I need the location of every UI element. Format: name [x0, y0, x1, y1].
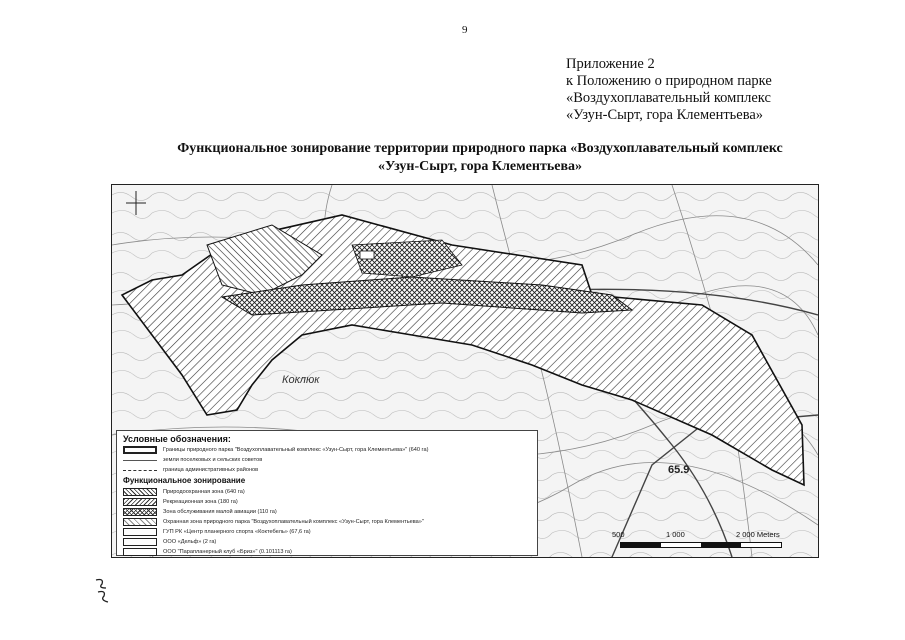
title-line-1: Функциональное зонирование территории пр… [177, 141, 783, 156]
delf-zone [359, 250, 375, 260]
appendix-line-2: к Положению о природном парке [566, 73, 772, 89]
appendix-line-4: «Узун-Сырт, гора Клементьева» [566, 107, 764, 123]
appendix-line-3: «Воздухоплавательный комплекс [566, 90, 771, 106]
legend-text: земли поселковых и сельских советов [163, 457, 263, 463]
legend-row-councils: земли поселковых и сельских советов [123, 455, 262, 465]
scale-label-2000: 2 000 Meters [736, 530, 780, 539]
legend-text: ООО «Дельф» (2 га) [163, 539, 217, 545]
nature-protection-zone [120, 214, 805, 487]
scale-bar-graphic [620, 542, 782, 548]
legend-text: Рекреационная зона (180 га) [163, 499, 238, 505]
gup-swatch-icon [123, 528, 157, 536]
page-number: 9 [462, 24, 468, 36]
document-title: Функциональное зонирование территории пр… [100, 140, 860, 176]
legend-zone-gup: ГУП РК «Центр планерного спорта «Коктебе… [123, 527, 311, 537]
legend-zone-nature: Природоохранная зона (640 га) [123, 487, 245, 497]
legend-zoning-title: Функциональное зонирование [123, 476, 246, 485]
legend-title: Условные обозначения: [123, 434, 231, 444]
legend-text: Зона обслуживания малой авиации (110 га) [163, 509, 277, 515]
aviation-hatch-icon [123, 508, 157, 516]
boundary-outline-icon [123, 446, 157, 454]
legend-text: ООО "Парапланерный клуб «Бриз»" (0.10111… [163, 549, 292, 555]
legend-zone-guard: Охранная зона природного парка "Воздухоп… [123, 517, 424, 527]
map-label-place: Коклюк [282, 374, 320, 386]
legend-row-admin-border: граница административных районов [123, 465, 258, 475]
handwritten-mark [95, 578, 109, 603]
map-legend: Условные обозначения: Границы природного… [116, 430, 538, 556]
delf-swatch-icon [123, 538, 157, 546]
legend-zone-briz: ООО "Парапланерный клуб «Бриз»" (0.10111… [123, 547, 292, 557]
recreation-hatch-icon [123, 498, 157, 506]
thin-line-icon [123, 459, 157, 461]
scale-bar: 500 1 000 2 000 Meters [612, 530, 792, 552]
appendix-line-1: Приложение 2 [566, 56, 655, 72]
legend-row-boundary: Границы природного парка "Воздухоплавате… [123, 445, 428, 455]
gup-zone [351, 239, 463, 278]
legend-text: Охранная зона природного парка "Воздухоп… [163, 519, 424, 525]
nature-hatch-icon [123, 488, 157, 496]
legend-text: Границы природного парка "Воздухоплавате… [163, 447, 429, 453]
map-label-height-1: 65.9 [668, 464, 689, 476]
legend-text: граница административных районов [163, 467, 259, 473]
legend-zone-recreation: Рекреационная зона (180 га) [123, 497, 238, 507]
aviation-service-zone [220, 276, 634, 316]
recreation-zone [206, 224, 323, 296]
north-arrow [126, 191, 146, 215]
legend-text: ГУП РК «Центр планерного спорта «Коктебе… [163, 529, 311, 535]
legend-zone-aviation: Зона обслуживания малой авиации (110 га) [123, 507, 277, 517]
dashed-line-icon [123, 469, 157, 471]
scale-label-500: 500 [612, 530, 625, 539]
title-line-2: «Узун-Сырт, гора Клементьева» [377, 159, 583, 174]
legend-zone-delf: ООО «Дельф» (2 га) [123, 537, 216, 547]
briz-swatch-icon [123, 548, 157, 556]
legend-text: Природоохранная зона (640 га) [163, 489, 245, 495]
guard-hatch-icon [123, 518, 157, 526]
appendix-header: Приложение 2 к Положению о природном пар… [566, 56, 772, 124]
scale-label-1000: 1 000 [666, 530, 685, 539]
